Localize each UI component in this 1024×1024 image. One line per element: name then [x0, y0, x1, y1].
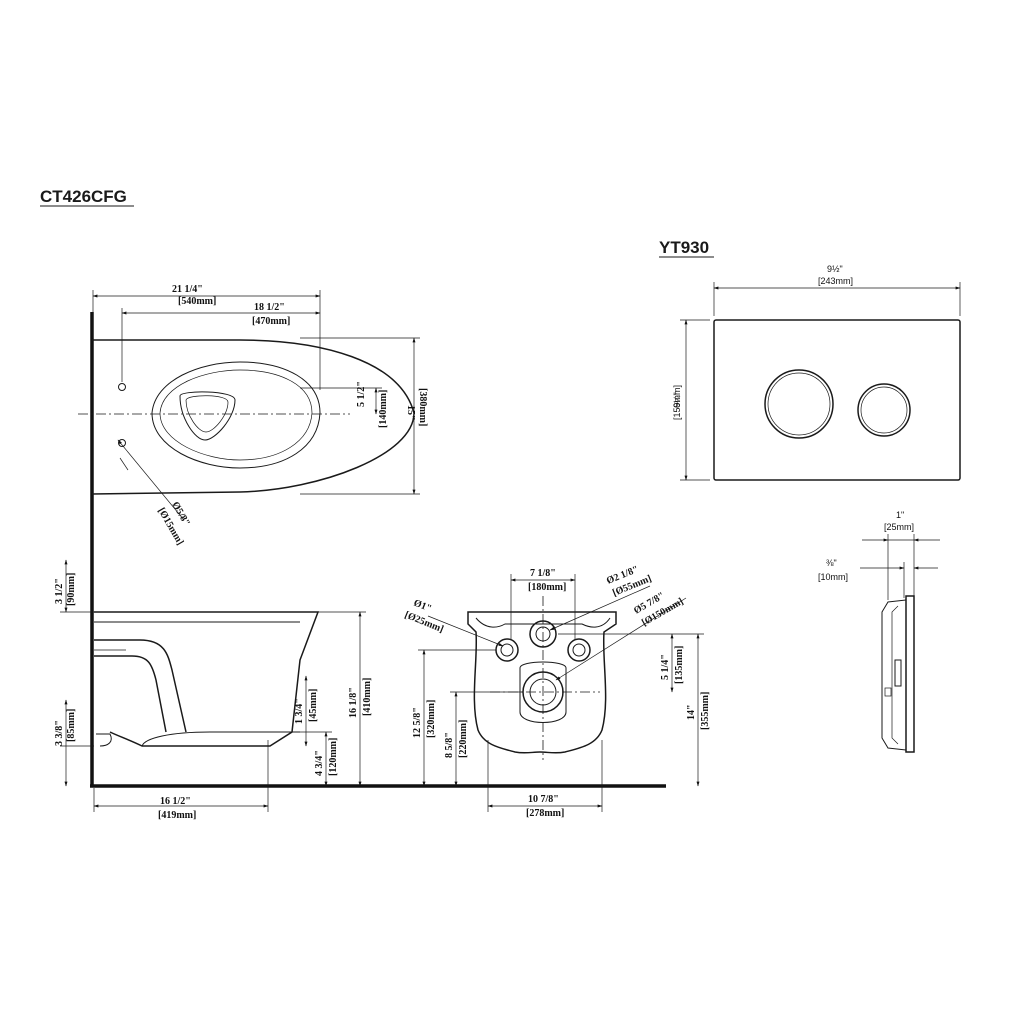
label-rear-bolt-mm: [180mm] — [528, 582, 566, 593]
label-rear-bolt: 7 1/8" — [530, 568, 556, 579]
side-base-curve — [141, 731, 300, 747]
label-plate-w-mm: [243mm] — [818, 276, 853, 286]
label-plate-d-mm: [25mm] — [884, 522, 914, 532]
plate-outline — [713, 319, 961, 481]
label-top-bowl-w: 18 1/2" — [254, 302, 285, 313]
label-plate-t-mm: [10mm] — [818, 572, 848, 582]
label-plate-w: 9½" — [827, 264, 843, 274]
top-water-well-inner — [185, 395, 229, 433]
rear-bowl-outline — [467, 611, 617, 754]
top-bowl-outline — [91, 339, 415, 495]
label-plate-d: 1" — [896, 510, 904, 520]
label-rear-w-mm: [278mm] — [526, 808, 564, 819]
plate-button-large-inner — [767, 372, 831, 436]
label-top-overall-w-mm: [540mm] — [178, 296, 216, 307]
label-side-bottom: 3 3/8" — [54, 720, 65, 746]
top-rim-outline — [151, 361, 321, 469]
rear-bolt-right — [567, 638, 591, 662]
leader-rear-d2 — [549, 585, 651, 631]
leader-top-hole-tick — [119, 457, 129, 471]
label-side-bot1: 1 3/4" — [294, 698, 305, 724]
plate-button-small — [857, 383, 911, 437]
top-view: 21 1/4" [540mm] 18 1/2" [470mm] 15" [380… — [78, 284, 428, 547]
label-side-top-mm: [90mm] — [66, 573, 77, 606]
plate-side-latch — [894, 659, 902, 687]
plate-button-large — [764, 369, 834, 439]
side-foot — [96, 733, 112, 747]
side-trapway — [94, 639, 187, 733]
rear-top-flange — [475, 617, 611, 628]
label-side-depth: 16 1/2" — [160, 796, 191, 807]
plate-side-view: 1" [25mm] ⅜" [10mm] — [818, 510, 940, 753]
rear-view: 7 1/8" [180mm] Ø1" [Ø25mm] Ø2 1/8" [Ø55m… — [403, 564, 711, 819]
label-rear-d1-mm: [Ø25mm] — [403, 610, 445, 636]
leader-rear-d3 — [555, 597, 687, 681]
label-plate-h: 6¼" — [672, 392, 682, 408]
bowl-model-title: CT426CFG — [40, 187, 127, 206]
label-rear-r1: 5 1/4" — [660, 654, 671, 680]
label-plate-h-mm: [159mm] — [672, 385, 682, 420]
plate-front-view: 9½" [243mm] 6¼" [159mm] — [672, 264, 961, 481]
label-side-bot2-mm: [120mm] — [328, 738, 339, 776]
label-rear-r2: 14" — [686, 704, 697, 720]
label-side-depth-mm: [419mm] — [158, 810, 196, 821]
label-rear-h1-mm: [320mm] — [426, 700, 437, 738]
label-side-height-mm: [410mm] — [362, 678, 373, 716]
label-top-half-mm: [140mm] — [378, 390, 389, 428]
label-top-overall-w: 21 1/4" — [172, 284, 203, 295]
side-bowl-outline — [94, 611, 320, 747]
label-top-height: 15" — [405, 405, 416, 421]
plate-side-face — [905, 595, 915, 753]
leader-rear-d1 — [427, 615, 504, 647]
label-side-bot1-mm: [45mm] — [308, 689, 319, 722]
label-side-bottom-mm: [85mm] — [66, 709, 77, 742]
plate-side-clip — [884, 687, 892, 697]
rear-bolt-right-inner — [572, 643, 586, 657]
label-rear-w: 10 7/8" — [528, 794, 559, 805]
label-rear-r1-mm: [135mm] — [674, 646, 685, 684]
plate-model-title: YT930 — [659, 238, 709, 257]
label-plate-t: ⅜" — [826, 558, 837, 568]
label-side-top: 3 1/2" — [54, 578, 65, 604]
label-side-height: 16 1/8" — [348, 687, 359, 718]
top-seat-hole-lower — [118, 439, 126, 447]
label-rear-h1: 12 5/8" — [412, 707, 423, 738]
label-rear-r2-mm: [355mm] — [700, 692, 711, 730]
top-inner-rim — [159, 369, 313, 461]
top-water-well — [179, 391, 236, 441]
label-top-half: 5 1/2" — [356, 381, 367, 407]
label-top-height-mm: [380mm] — [417, 388, 428, 426]
rear-outlet-frame — [519, 661, 567, 723]
label-rear-h2: 8 5/8" — [444, 732, 455, 758]
label-top-bowl-w-mm: [470mm] — [252, 316, 290, 327]
rear-bolt-left — [495, 638, 519, 662]
leader-top-hole — [117, 439, 185, 521]
plate-button-small-inner — [860, 386, 908, 434]
plate-side-inner — [891, 605, 899, 745]
side-view: 3 1/2" [90mm] 3 3/8" [85mm] 1 3/4" [45mm… — [54, 559, 373, 821]
label-side-bot2: 4 3/4" — [314, 750, 325, 776]
plate-side-body — [881, 599, 907, 751]
rear-bolt-left-inner — [500, 643, 514, 657]
top-seat-hole-upper — [118, 383, 126, 391]
label-rear-h2-mm: [220mm] — [458, 720, 469, 758]
